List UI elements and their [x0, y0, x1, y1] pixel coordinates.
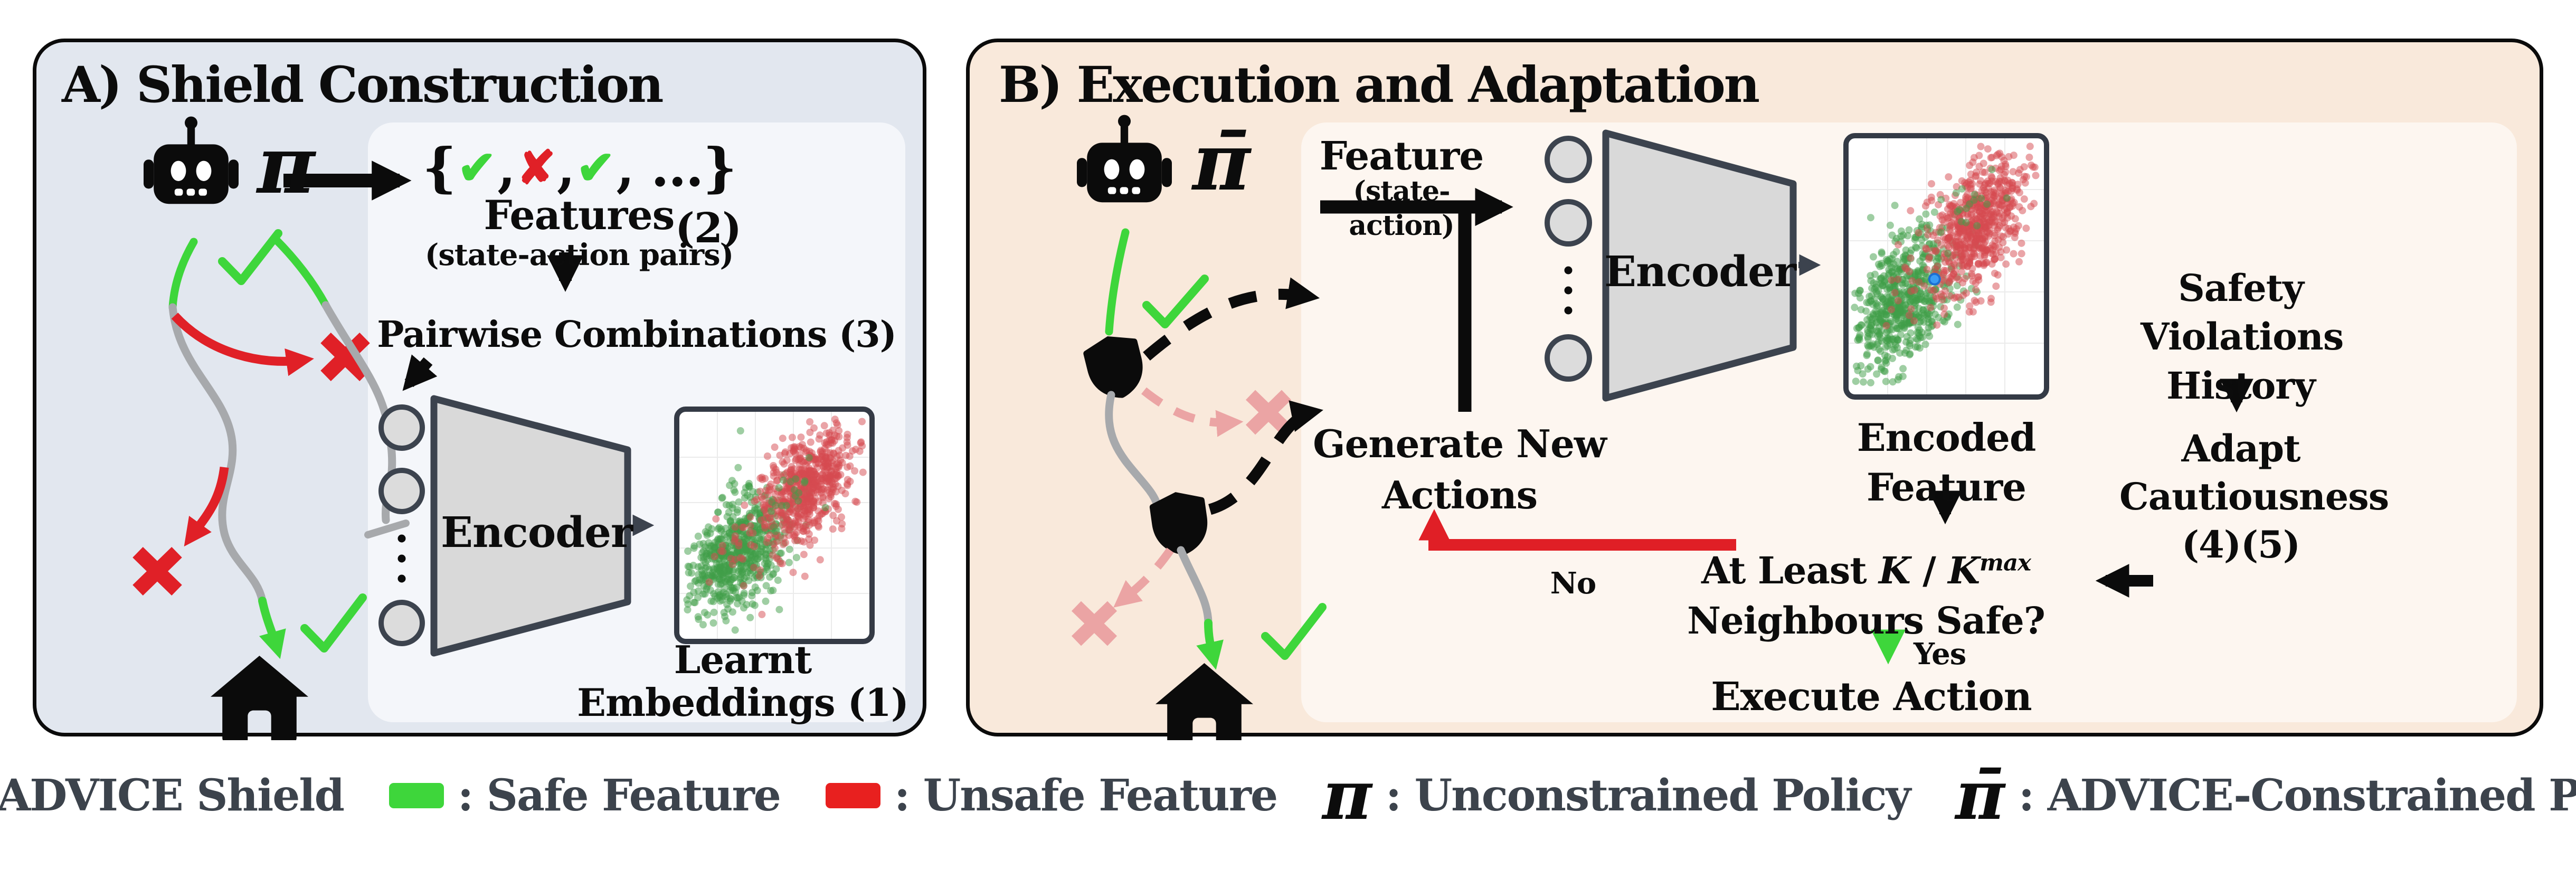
- generate-line2: Actions: [1381, 473, 1538, 518]
- pi-bar-symbol: π̄: [1192, 116, 1251, 209]
- legend-label: : Safe Feature: [457, 770, 781, 821]
- rejected-action-arrow: [1113, 547, 1174, 608]
- generate-line1: Generate New: [1313, 421, 1607, 466]
- check-icon: ✔: [576, 140, 615, 195]
- dashed-query-arrow: [1208, 400, 1323, 515]
- adapt-line3: (4)(5): [2182, 523, 2300, 566]
- legend-label: : ADVICE-Constrained Policy: [2018, 770, 2576, 821]
- panel-b-process-content: Feature (state-action) Encoder Encoded F…: [1301, 122, 2517, 722]
- safe-trajectory-segment: [271, 234, 330, 309]
- trajectory-path: [1177, 546, 1213, 627]
- robot-icon: [144, 116, 239, 204]
- learnt-embeddings-scatter: [679, 412, 869, 639]
- legend-item-advice-shield: : ADVICE Shield: [0, 758, 345, 833]
- unsafe-branch-arrow: [184, 466, 229, 547]
- set-comma: ,: [556, 136, 575, 199]
- safe-check-icon: [300, 593, 367, 653]
- robot-icon: [1077, 115, 1172, 203]
- panel-b-title: B) Execution and Adaptation: [999, 56, 1760, 114]
- safety-violations-history-label: Safety Violations History: [2141, 264, 2344, 410]
- safe-check-icon: [1142, 275, 1209, 328]
- advice-shield-icon: [1149, 492, 1208, 555]
- embeddings-caption-line1: Learnt: [674, 637, 812, 682]
- adapt-line2: Cautiousness: [2119, 475, 2389, 518]
- embeddings-caption: Learnt Embeddings (1): [558, 637, 927, 725]
- home-icon: [211, 656, 309, 740]
- unsafe-x-icon: [320, 332, 370, 382]
- features-sublabel: (state-action pairs): [424, 238, 734, 272]
- question-slash: /: [1910, 549, 1948, 592]
- rejected-x-icon: [1245, 390, 1292, 435]
- question-kmax-sup: max: [1980, 549, 2031, 577]
- legend-item-constrained-policy: π̄ : ADVICE-Constrained Policy: [1955, 762, 2576, 829]
- set-comma: ,: [497, 136, 516, 199]
- features-label: Features: [484, 192, 675, 239]
- encoded-feature-scatter: [1849, 138, 2044, 394]
- learnt-embeddings-plot: [674, 407, 875, 644]
- rejected-action-arrow: [1141, 387, 1244, 437]
- encoded-caption-line1: Encoded: [1857, 415, 2037, 460]
- panel-execution-adaptation: B) Execution and Adaptation: [966, 39, 2543, 740]
- question-line2: Neighbours Safe?: [1687, 598, 2045, 643]
- safety-line2: Violations: [2141, 315, 2344, 359]
- legend-label: : Unsafe Feature: [894, 770, 1278, 821]
- equation-ref-2: (2): [675, 204, 742, 252]
- no-label: No: [1550, 566, 1597, 601]
- encoder-label: Encoder: [1604, 247, 1796, 296]
- panel-a-process-content: {✔,✘,✔, ...} Features (state-action pair…: [368, 122, 909, 723]
- safe-trajectory-segment: [168, 238, 198, 311]
- safe-trajectory-segment: [1105, 228, 1130, 336]
- legend-label: : ADVICE Shield: [0, 770, 345, 821]
- unsafe-feature-swatch: [825, 783, 880, 808]
- legend-item-safe-feature: : Safe Feature: [389, 770, 781, 821]
- encoder-label: Encoder: [441, 507, 633, 557]
- safety-line1: Safety: [2178, 266, 2304, 310]
- feature-sublabel: (state-action): [1349, 175, 1454, 242]
- yes-label: Yes: [1914, 637, 1966, 672]
- question-prefix: At Least: [1701, 549, 1879, 592]
- question-line1: At Least K / Kmax: [1671, 546, 2061, 596]
- legend-item-unconstrained-policy: π : Unconstrained Policy: [1322, 756, 1911, 835]
- set-close: , ...}: [616, 136, 736, 199]
- panel-a-title: A) Shield Construction: [62, 56, 664, 114]
- encoded-feature-plot: [1843, 133, 2049, 400]
- legend: : ADVICE Shield : Safe Feature : Unsafe …: [0, 740, 2576, 851]
- check-icon: ✔: [457, 140, 497, 195]
- dashed-query-arrow: [1143, 277, 1320, 361]
- cross-icon: ✘: [517, 140, 556, 195]
- generate-new-actions-label: Generate New Actions: [1312, 418, 1607, 521]
- safety-line3: History: [2166, 363, 2316, 408]
- question-k: K: [1948, 549, 1980, 592]
- unsafe-x-icon: [132, 546, 182, 596]
- encoded-caption-line2: Feature: [1867, 464, 2026, 509]
- neighbours-safe-question: At Least K / Kmax Neighbours Safe?: [1671, 546, 2061, 646]
- pi-symbol: π: [257, 119, 315, 212]
- embeddings-caption-line2: Embeddings (1): [577, 679, 909, 725]
- trajectory-path: [168, 303, 267, 605]
- feature-label: Feature: [1319, 134, 1484, 179]
- safe-arrival-arrow: [258, 597, 286, 659]
- pairwise-combinations-label: Pairwise Combinations (3): [377, 314, 897, 356]
- safe-check-icon: [218, 229, 282, 285]
- set-open-brace: {: [422, 136, 456, 199]
- question-k: K: [1879, 549, 1911, 592]
- legend-item-unsafe-feature: : Unsafe Feature: [825, 770, 1278, 821]
- encoded-feature-caption: Encoded Feature: [1850, 413, 2042, 512]
- adapt-cautiousness-label: Adapt Cautiousness (4)(5): [2119, 424, 2389, 569]
- home-icon: [1156, 663, 1254, 740]
- legend-label: : Unconstrained Policy: [1385, 770, 1911, 821]
- panel-shield-construction: A) Shield Construction: [33, 39, 926, 740]
- pi-symbol: π: [1322, 756, 1372, 835]
- trajectory-path: [1105, 391, 1168, 544]
- unsafe-branch-arrow: [171, 313, 314, 376]
- adapt-line1: Adapt: [2181, 427, 2301, 470]
- advice-shield-icon: [1083, 336, 1143, 398]
- feature-set: {✔,✘,✔, ...}: [389, 136, 769, 199]
- execute-action-label: Execute Action: [1711, 674, 2032, 720]
- pi-bar-symbol: π̄: [1955, 756, 2005, 835]
- safe-feature-swatch: [389, 783, 444, 808]
- encoded-feature-point: [1928, 272, 1941, 286]
- safe-arrival-arrow: [1196, 619, 1224, 670]
- rejected-x-icon: [1071, 601, 1117, 646]
